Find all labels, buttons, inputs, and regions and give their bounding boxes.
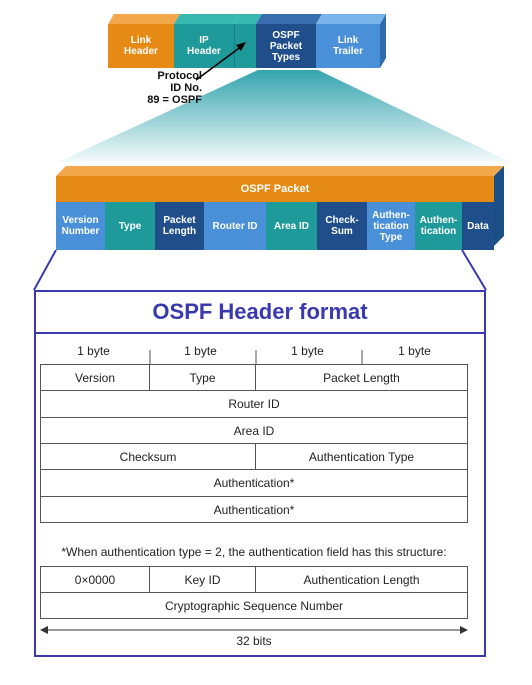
protocol-id-label: Protocol ID No. 89 = OSPF (147, 70, 202, 106)
ospf-packet-types-label: OSPF Packet Types (269, 29, 303, 63)
ospf-packet-types-block: OSPF Packet Types (256, 24, 316, 68)
field-router-id: Router ID (204, 202, 266, 250)
header-format-title: OSPF Header format (152, 299, 368, 324)
byte-label-4: 1 byte (398, 344, 431, 358)
ospf-packet-3d (56, 166, 504, 246)
ospf-packet-title: OSPF Packet (240, 182, 310, 195)
link-header-label: Link Header (124, 35, 158, 57)
field-type: Type (105, 202, 155, 250)
header-table: Version Type Packet Length Router ID Are… (40, 364, 468, 523)
cell-router-id: Router ID (41, 391, 467, 418)
field-checksum: Check- Sum (317, 202, 367, 250)
field-packet-length: Packet Length (155, 202, 204, 250)
cell-key-id: Key ID (150, 567, 256, 593)
cell-checksum: Checksum (41, 444, 256, 470)
field-area-id: Area ID (266, 202, 317, 250)
field-data: Data (462, 202, 494, 250)
cell-zero-field: 0×0000 (41, 567, 150, 593)
header-format-title-bar: OSPF Header format (34, 290, 486, 334)
protocol-arrow (195, 42, 246, 81)
top-packet-graphic (58, 14, 510, 162)
bits-label: 32 bits (236, 634, 272, 648)
cell-authentication-1: Authentication* (41, 470, 467, 497)
field-version-number: Version Number (56, 202, 105, 250)
link-trailer-label: Link Trailer (332, 35, 364, 57)
field-authentication-type: Authen- tication Type (367, 202, 415, 250)
protocol-field-block (234, 24, 256, 68)
byte-dividers (149, 350, 363, 364)
cell-packet-length: Packet Length (256, 365, 467, 391)
cell-version: Version (41, 365, 150, 391)
ospf-fields-row: Version Number Type Packet Length Router… (56, 202, 494, 250)
cell-auth-length: Authentication Length (256, 567, 467, 593)
ip-header-block: IP Header (174, 24, 234, 68)
field-authentication: Authen- tication (415, 202, 462, 250)
ip-header-label: IP Header (187, 35, 221, 57)
frame-connectors (33, 250, 487, 291)
byte-label-1: 1 byte (77, 344, 110, 358)
auth-struct-table: 0×0000 Key ID Authentication Length Cryp… (40, 566, 468, 619)
link-trailer-block: Link Trailer (316, 24, 380, 68)
zoom-beam (58, 70, 510, 162)
cell-authentication-type: Authentication Type (256, 444, 467, 470)
cell-crypto-seq: Cryptographic Sequence Number (164, 598, 344, 613)
byte-label-2: 1 byte (184, 344, 217, 358)
cell-area-id: Area ID (41, 418, 467, 444)
ospf-packet-bar: OSPF Packet (56, 176, 494, 202)
byte-label-3: 1 byte (291, 344, 324, 358)
cell-authentication-2: Authentication* (213, 502, 295, 517)
bits-arrow (40, 626, 468, 634)
cell-type: Type (150, 365, 256, 391)
link-header-block: Link Header (108, 24, 174, 68)
auth-note: *When authentication type = 2, the authe… (61, 545, 447, 559)
